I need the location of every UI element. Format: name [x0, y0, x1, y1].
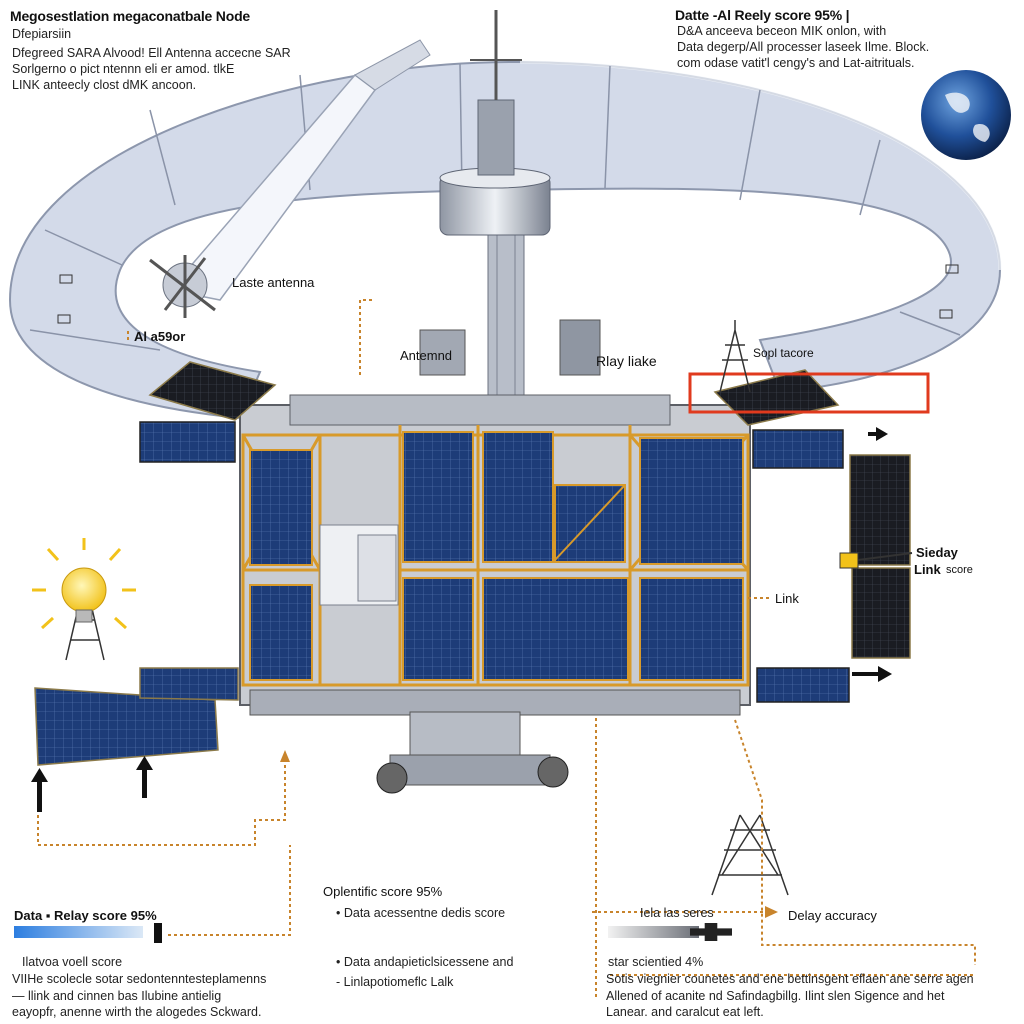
- lattice-towers: [65, 320, 789, 896]
- header-left-line: LINK anteecly clost dMK ancoon.: [12, 78, 197, 92]
- lightbulb-icon: [32, 538, 136, 630]
- bottom-left-title: Data ▪ Relay score 95%: [14, 908, 157, 923]
- header-right-line: D&A anceeva beceon MIK onlon, with: [677, 24, 887, 38]
- header-left-subtitle: Dfepiarsiin: [12, 27, 72, 41]
- wing-panels: [34, 361, 911, 766]
- relay-score-meter: [14, 923, 164, 943]
- leader-lines: [37, 299, 976, 1000]
- header-right-line: Data degerp/All processer laseek Ilme. B…: [677, 40, 930, 54]
- callout-link: Link: [775, 591, 799, 606]
- body-solar-panels: [249, 431, 744, 681]
- bottom-left-line: — llink and cinnen bas Ilubine antielig: [12, 989, 222, 1003]
- callout-ai-sensor: Al a59or: [134, 329, 186, 344]
- central-mast: [419, 10, 601, 416]
- earth-icon: [921, 70, 1011, 160]
- arrow-up-icon: [31, 756, 153, 812]
- callout-side-2: Link: [914, 562, 941, 577]
- bottom-center-title: Oplentific score 95%: [323, 884, 443, 899]
- delay-accuracy-label: Delay accuracy: [788, 908, 877, 923]
- orbital-ring: [8, 60, 1002, 420]
- bottom-center-bullet: • Data andapieticlsicessene and: [336, 955, 514, 969]
- bottom-left-line: eayopfr, anenne wirth the alogedes Sckwa…: [12, 1005, 262, 1019]
- right-meter-label: Iela las seres: [640, 906, 714, 920]
- header-left-line: Sorlgerno o pict ntennn eli er amod. tlk…: [12, 62, 235, 76]
- callout-relay: Rlay liake: [596, 353, 657, 369]
- header-left-line: Dfegreed SARA Alvood! Ell Antenna accecn…: [12, 46, 291, 60]
- bottom-right-line: Allened of acanite nd Safindagbillg. Ili…: [606, 989, 945, 1003]
- callout-side-1: Sieday: [916, 545, 958, 560]
- header-left-title: Megosestlation megaconatbale Node: [10, 8, 251, 24]
- bottom-right-line: Lanear. and caralcut eat left.: [606, 1005, 764, 1019]
- callout-laste-antenna: Laste antenna: [232, 275, 315, 290]
- relay-meter-label: Ilatvoa voell score: [22, 955, 123, 969]
- score-label: star scientied 4%: [608, 955, 704, 969]
- bottom-right-line: Sotis viegnier counetes and ene bettinsg…: [606, 972, 974, 986]
- header-right-title: Datte -Al Reely score 95% |: [675, 7, 850, 23]
- main-truss-body: [239, 394, 751, 794]
- bottom-left-line: VIIHe scolecle sotar sedontenntesteplame…: [12, 972, 267, 986]
- antenna-boom: [149, 39, 431, 318]
- callout-side-3: score: [946, 564, 973, 576]
- arrow-right-icon: [839, 427, 913, 682]
- delay-meter: [608, 923, 738, 941]
- relay-highlight-frame: [688, 372, 930, 414]
- callout-soft-score: Sopl tacore: [753, 346, 814, 360]
- bottom-center-bullet: - Linlapotiomeflc Lalk: [336, 975, 454, 989]
- callout-antenna: Antemnd: [400, 348, 453, 363]
- header-right-line: com odase vatit'l cengy's and Lat-aitrit…: [677, 56, 915, 70]
- bottom-center-bullet: • Data acessentne dedis score: [336, 906, 506, 920]
